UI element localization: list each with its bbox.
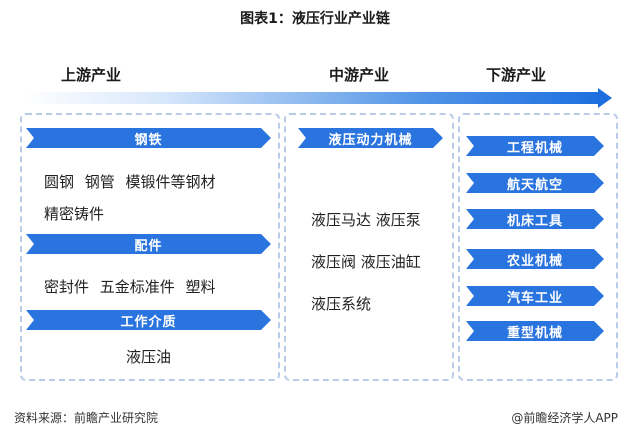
banner-parts: 配件: [26, 234, 271, 254]
brand-credit: @前瞻经济学人APP: [511, 411, 618, 425]
banner-hydraulic-power-machinery: 液压动力机械: [298, 128, 443, 148]
downstream-item-engineering-machinery: 工程机械: [466, 136, 604, 156]
banner-steel: 钢铁: [26, 128, 271, 148]
banner-working-medium: 工作介质: [26, 310, 271, 330]
column-header-upstream: 上游产业: [61, 66, 122, 84]
column-header-downstream: 下游产业: [486, 66, 547, 84]
downstream-item-heavy-machinery: 重型机械: [466, 321, 604, 341]
midstream-item: 液压系统: [311, 295, 372, 313]
steel-materials-text: 圆钢 钢管 模锻件等钢材: [44, 173, 216, 191]
midstream-panel: [284, 113, 454, 381]
midstream-item: 液压阀 液压油缸: [311, 253, 421, 271]
downstream-item-automotive: 汽车工业: [466, 286, 604, 306]
hydraulic-oil-text: 液压油: [126, 348, 172, 366]
chart-title: 图表1：液压行业产业链: [240, 11, 390, 27]
parts-items-text: 密封件 五金标准件 塑料: [44, 278, 216, 296]
downstream-item-machine-tools: 机床工具: [466, 209, 604, 229]
downstream-item-aerospace: 航天航空: [466, 173, 604, 193]
midstream-item: 液压马达 液压泵: [311, 211, 421, 229]
source-note: 资料来源：前瞻产业研究院: [14, 411, 159, 425]
column-header-midstream: 中游产业: [329, 66, 390, 84]
downstream-item-agricultural-machinery: 农业机械: [466, 249, 604, 269]
precision-casting-text: 精密铸件: [44, 205, 105, 223]
flow-arrow-bar: [22, 92, 600, 104]
arrow-right-icon: [598, 88, 612, 108]
